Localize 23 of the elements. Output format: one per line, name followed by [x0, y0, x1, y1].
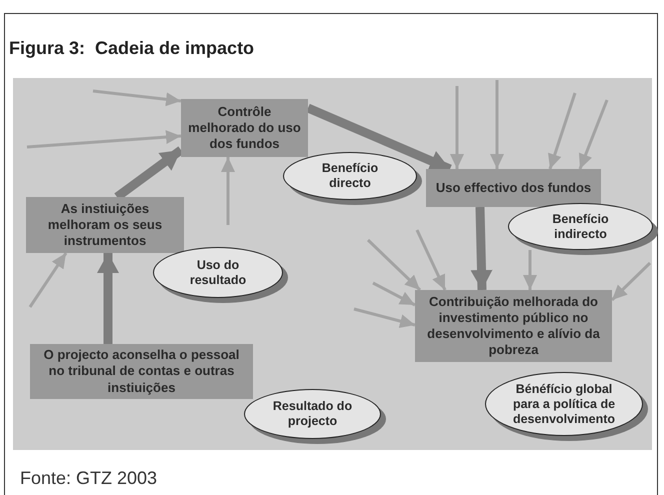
process-box: Contrôle melhorado do uso dos fundos	[181, 99, 308, 157]
arrow	[548, 92, 576, 170]
arrow	[97, 253, 119, 344]
process-box: As instiuições melhoram os seus instrumentos	[26, 197, 184, 253]
arrow	[221, 157, 235, 225]
arrow	[354, 308, 416, 328]
arrow	[490, 80, 504, 169]
arrow	[578, 99, 608, 170]
figure-title: Figura 3: Cadeia de impacto	[9, 38, 254, 59]
source-caption: Fonte: GTZ 2003	[20, 468, 158, 489]
arrow	[372, 282, 416, 306]
arrow	[92, 90, 182, 106]
arrow	[523, 250, 537, 290]
arrow	[416, 229, 446, 291]
arrow	[28, 252, 68, 308]
arrow	[470, 206, 493, 290]
process-box: Contribuição melhorada do investimento público no desenvolvimento e alívio da pobreza	[415, 290, 612, 362]
process-box: Uso effectivo dos fundos	[426, 169, 601, 207]
arrow	[26, 130, 182, 148]
arrow	[366, 238, 422, 292]
arrow	[610, 262, 652, 302]
process-box: O projecto aconselha o pessoal no tribunal de contas e outras instiuições	[30, 344, 253, 399]
arrow	[450, 86, 464, 169]
